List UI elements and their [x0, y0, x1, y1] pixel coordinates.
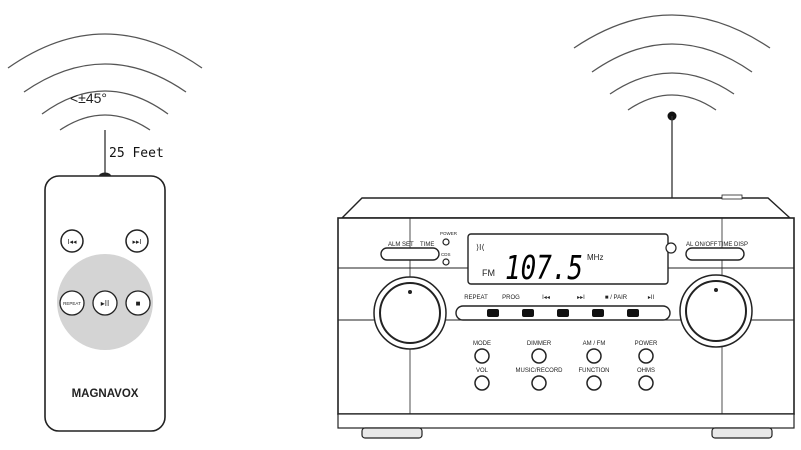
pair-label: ■ / PAIR: [605, 295, 628, 301]
alarm-set-label: ALM SET: [388, 242, 414, 248]
vol-button[interactable]: [474, 375, 490, 391]
vol-label: VOL: [476, 368, 489, 374]
time-disp-label: TIME DISP: [718, 242, 748, 248]
next-button: [592, 309, 604, 317]
remote-prev-button[interactable]: I◂◂: [60, 229, 84, 253]
mode-button[interactable]: [474, 348, 490, 364]
distance-label: 25 Feet: [109, 146, 164, 161]
cd-indicator-label: CDS: [441, 252, 451, 257]
lcd-frequency: 107.5: [505, 248, 583, 287]
am-fm-button[interactable]: [586, 348, 602, 364]
remote-next-button[interactable]: ▸▸I: [125, 229, 149, 253]
ir-sensor: [665, 242, 677, 254]
power-indicator: [442, 238, 450, 246]
remote-control: I◂◂ ▸▸I REPEAT ▸II ■ MAGNAVOX: [44, 175, 166, 432]
play-pause-icon: ▸II: [101, 299, 109, 308]
prev-icon: I◂◂: [68, 239, 77, 246]
remote-stop-button[interactable]: ■: [125, 290, 151, 316]
am-fm-label: AM / FM: [583, 341, 606, 347]
angle-label: <±45°: [70, 90, 107, 106]
pair-button: [627, 309, 639, 317]
next-label: ▸▸I: [577, 295, 585, 301]
ohms-button[interactable]: [638, 375, 654, 391]
right-knob[interactable]: [679, 274, 753, 348]
dimmer-label: DIMMER: [527, 341, 552, 347]
ohms-label: OHMS: [637, 368, 655, 374]
mode-label: MODE: [473, 341, 491, 347]
power-indicator-label: POWER: [440, 231, 458, 236]
stereo-signal-waves: [573, 14, 771, 111]
power-label: POWER: [635, 341, 658, 347]
function-button[interactable]: [586, 375, 602, 391]
remote-repeat-button[interactable]: REPEAT: [59, 290, 85, 316]
remote-play-pause-button[interactable]: ▸II: [92, 290, 118, 316]
remote-signal-waves: [7, 33, 203, 131]
repeat-button: [487, 309, 499, 317]
prog-button: [522, 309, 534, 317]
prev-label: I◂◂: [542, 295, 550, 301]
stop-icon: ■: [136, 299, 141, 308]
remote-brand-logo: MAGNAVOX: [72, 388, 139, 400]
prev-button: [557, 309, 569, 317]
lcd-band: FM: [482, 268, 495, 278]
al-on-off-label: AL ON/OFF: [686, 242, 718, 248]
alarm-set-button[interactable]: [380, 247, 440, 261]
time-label: TIME: [420, 242, 434, 248]
dimmer-button[interactable]: [531, 348, 547, 364]
cd-indicator: [442, 258, 450, 266]
al-on-off-button[interactable]: [685, 247, 745, 261]
music-record-label: MUSIC/RECORD: [515, 368, 563, 374]
bluetooth-icon: ⟩I⟨: [476, 243, 484, 252]
power-button[interactable]: [638, 348, 654, 364]
lcd-display: [467, 233, 669, 285]
prog-label: PROG: [502, 295, 520, 301]
next-icon: ▸▸I: [133, 239, 142, 246]
music-record-button[interactable]: [531, 375, 547, 391]
function-label: FUNCTION: [579, 368, 610, 374]
left-knob[interactable]: [373, 276, 447, 350]
lcd-unit: MHz: [587, 253, 603, 262]
repeat-label: REPEAT: [464, 295, 488, 301]
repeat-label: REPEAT: [63, 301, 81, 306]
play-label: ▸II: [648, 295, 655, 301]
